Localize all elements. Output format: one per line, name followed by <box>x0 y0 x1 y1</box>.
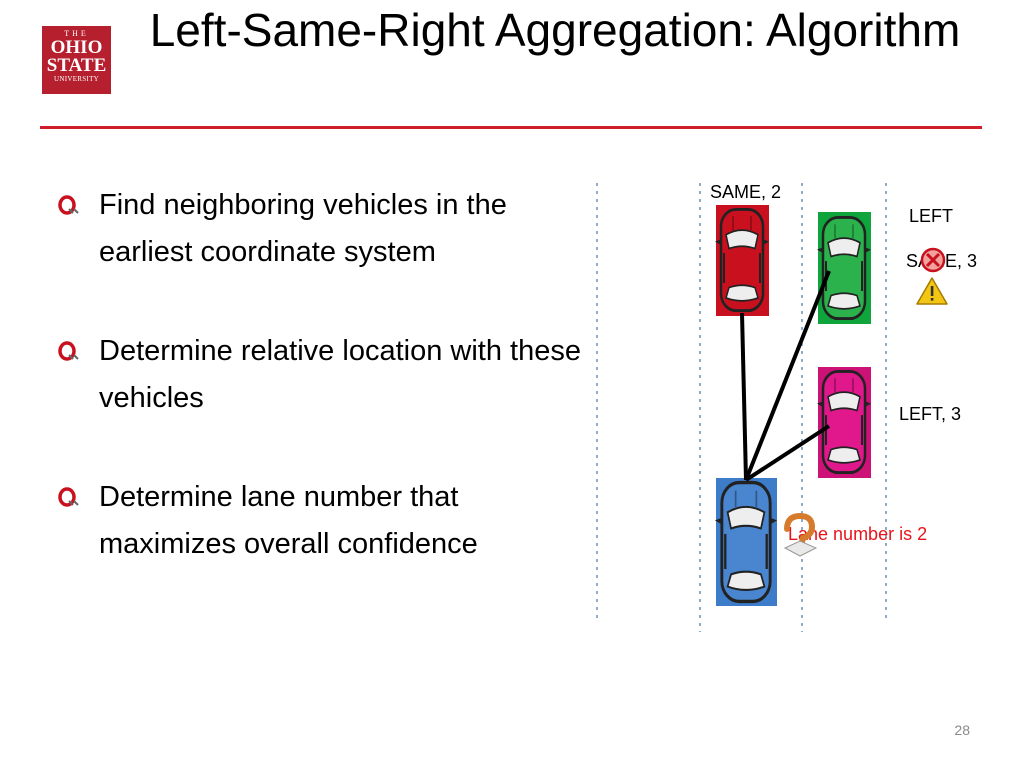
red-car <box>715 205 769 316</box>
green-car <box>817 212 871 324</box>
pink-car <box>817 367 871 478</box>
warning-icon <box>917 278 947 304</box>
link-to-red-car <box>742 313 746 480</box>
label-left-3: LEFT, 3 <box>899 404 961 424</box>
blue-car <box>715 478 777 606</box>
page-number: 28 <box>930 722 970 738</box>
reject-icon <box>922 249 944 271</box>
label-same-2: SAME, 2 <box>710 182 781 202</box>
label-left: LEFT <box>909 206 953 226</box>
